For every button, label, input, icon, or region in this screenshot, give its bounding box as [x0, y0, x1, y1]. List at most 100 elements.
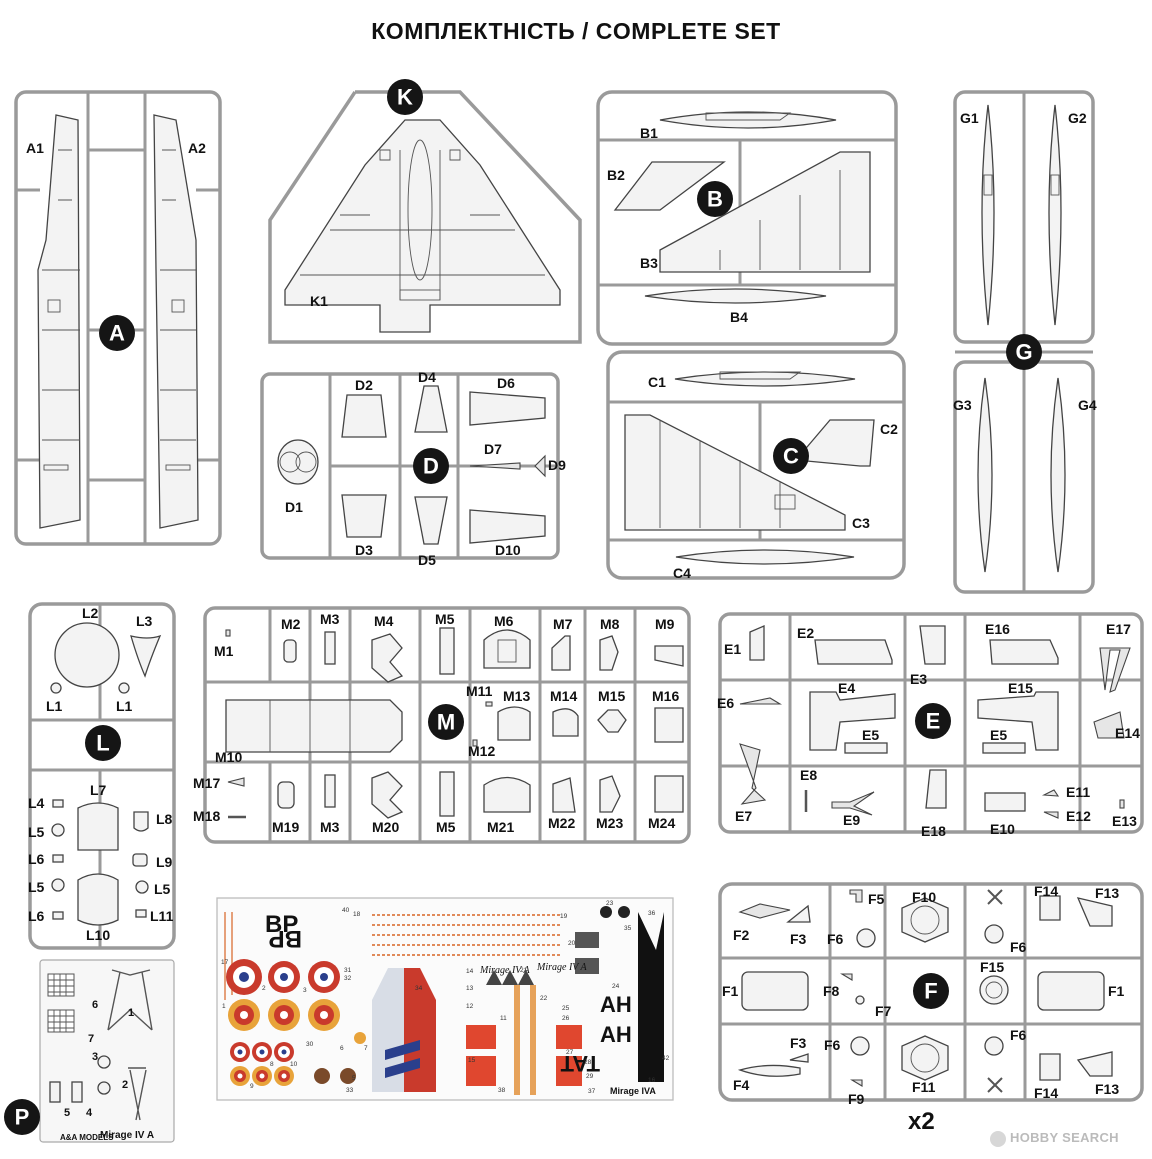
part-d7 — [469, 462, 521, 470]
part-f1-a — [741, 971, 809, 1011]
label-c4: C4 — [673, 565, 691, 581]
label-f9: F9 — [848, 1091, 865, 1107]
label-f6-b: F6 — [1010, 939, 1027, 955]
pe-num-5: 5 — [64, 1107, 70, 1119]
label-m23: M23 — [596, 815, 623, 831]
decal-num-34: 34 — [415, 985, 423, 992]
part-f9 — [850, 1079, 863, 1087]
sprue-f: F F2 F3 F5 F10 F14 F13 F6 F6 F1 F8 F7 F1… — [718, 882, 1144, 1107]
part-f13-b — [1076, 1051, 1113, 1077]
decal-num-29: 29 — [586, 1073, 594, 1080]
label-f13-a: F13 — [1095, 885, 1119, 901]
part-m12 — [472, 739, 478, 747]
pe-caption: Mirage IV A — [100, 1130, 154, 1141]
label-l11: L11 — [150, 908, 174, 924]
part-d1 — [277, 439, 319, 485]
part-m3-a — [324, 631, 336, 665]
label-d5: D5 — [418, 552, 436, 568]
decal-name-c: Mirage IVA — [610, 1086, 656, 1096]
label-b2: B2 — [607, 167, 625, 183]
part-m6 — [483, 629, 531, 669]
part-f14-a — [1039, 895, 1061, 921]
part-m4 — [371, 633, 404, 683]
part-e13 — [1119, 799, 1125, 809]
decal-num-10: 10 — [290, 1061, 298, 1068]
part-e16 — [989, 639, 1059, 665]
label-d9: D9 — [548, 457, 566, 473]
part-f7 — [855, 995, 865, 1005]
decal-num-8: 8 — [270, 1061, 274, 1068]
label-e8: E8 — [800, 767, 817, 783]
part-a2 — [153, 114, 199, 529]
part-e11 — [1041, 789, 1060, 797]
label-e3: E3 — [910, 671, 927, 687]
decal-num-40: 40 — [342, 907, 350, 914]
label-d3: D3 — [355, 542, 373, 558]
part-k1 — [284, 119, 561, 333]
label-a2: A2 — [188, 140, 206, 156]
label-e5-b: E5 — [990, 727, 1007, 743]
label-a1: A1 — [26, 140, 44, 156]
label-b4: B4 — [730, 309, 748, 325]
sprue-a: A A1 A2 — [14, 90, 222, 546]
label-f6-d: F6 — [1010, 1027, 1027, 1043]
label-l5-a: L5 — [28, 824, 45, 840]
label-m10: M10 — [215, 749, 242, 765]
label-m13: M13 — [503, 688, 530, 704]
photo-etch-p: 6 1 7 3 2 5 4 A&A MODELS Mirage IV A P — [4, 959, 175, 1143]
decal-crest-b — [340, 1068, 356, 1084]
label-l5-b: L5 — [28, 879, 45, 895]
part-g4 — [1050, 377, 1066, 573]
label-m6: M6 — [494, 613, 514, 629]
decal-red-panel-b — [466, 1056, 496, 1086]
part-m19 — [277, 781, 295, 809]
part-l6-a — [52, 854, 64, 863]
part-m17 — [227, 777, 245, 787]
part-d9 — [534, 454, 546, 478]
decal-num-25: 25 — [562, 1005, 570, 1012]
part-f-x-bottom — [987, 1077, 1003, 1093]
label-m11: M11 — [466, 683, 493, 699]
part-l9 — [132, 853, 148, 867]
decal-pitot-b — [530, 985, 536, 1095]
sprue-c: C C1 C2 C3 C4 — [606, 350, 906, 581]
decal-code-tat: TAT — [560, 1051, 600, 1076]
pe-buckle-a — [97, 1055, 111, 1069]
part-l8 — [133, 811, 149, 832]
part-c3 — [624, 414, 846, 531]
label-m16: M16 — [652, 688, 679, 704]
decal-num-37: 37 — [588, 1088, 596, 1095]
pe-buckle-b — [97, 1081, 111, 1095]
sprue-l-badge: L — [96, 731, 109, 756]
label-l5-c: L5 — [154, 881, 171, 897]
label-l2: L2 — [82, 605, 99, 621]
part-f1-b — [1037, 971, 1105, 1011]
decal-crest-a — [314, 1068, 330, 1084]
part-m15 — [597, 709, 627, 733]
decal-gauge-b — [618, 906, 630, 918]
pe-num-1: 1 — [128, 1007, 134, 1019]
part-e6 — [739, 697, 782, 705]
decal-num-27: 27 — [566, 1049, 574, 1056]
pe-num-7: 7 — [88, 1033, 94, 1045]
decal-num-14: 14 — [466, 968, 474, 975]
label-l1-right: L1 — [116, 698, 133, 714]
label-e14: E14 — [1115, 725, 1140, 741]
part-d2 — [341, 394, 387, 438]
sprue-a-badge: A — [109, 321, 125, 346]
label-e16: E16 — [985, 621, 1010, 637]
part-e4 — [809, 691, 896, 751]
part-e17 — [1099, 647, 1131, 693]
part-b2 — [613, 161, 726, 211]
part-c2 — [794, 419, 875, 467]
label-l4: L4 — [28, 795, 45, 811]
label-c1: C1 — [648, 374, 666, 390]
decal-num-31: 31 — [344, 967, 352, 974]
label-m22: M22 — [548, 815, 575, 831]
decal-num-26: 26 — [562, 1015, 570, 1022]
part-c4 — [675, 549, 855, 565]
label-c3: C3 — [852, 515, 870, 531]
part-e3 — [919, 625, 946, 665]
label-l9: L9 — [156, 854, 173, 870]
